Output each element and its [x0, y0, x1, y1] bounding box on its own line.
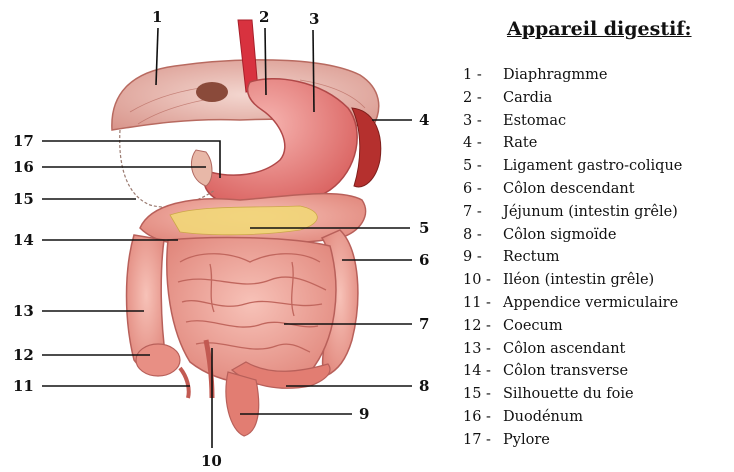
legend-item-cecum: 12 -Coecum: [463, 315, 731, 338]
legend-label: Rate: [503, 135, 537, 151]
legend-number: 11 -: [463, 292, 503, 315]
cecum-shape: [136, 344, 180, 376]
legend-item-ascending-colon: 13 -Côlon ascendant: [463, 338, 731, 361]
legend-label: Côlon ascendant: [503, 341, 625, 357]
legend-number: 6 -: [463, 178, 503, 201]
legend-number: 7 -: [463, 201, 503, 224]
legend-item-rectum: 9 -Rectum: [463, 246, 731, 269]
callout-8: 8: [419, 377, 429, 395]
legend-number: 14 -: [463, 360, 503, 383]
legend-label: Estomac: [503, 113, 566, 129]
legend-label: Cardia: [503, 90, 552, 106]
legend-number: 9 -: [463, 246, 503, 269]
callout-7: 7: [419, 315, 429, 333]
legend-number: 13 -: [463, 338, 503, 361]
legend-item-gastrocolic-ligament: 5 -Ligament gastro-colique: [463, 155, 731, 178]
legend-item-spleen: 4 -Rate: [463, 132, 731, 155]
legend-item-appendix: 11 -Appendice vermiculaire: [463, 292, 731, 315]
legend-label: Ligament gastro-colique: [503, 158, 682, 174]
legend-number: 12 -: [463, 315, 503, 338]
legend-label: Rectum: [503, 249, 560, 265]
callout-3: 3: [309, 10, 319, 28]
leader-line-3: [313, 30, 314, 112]
legend-label: Pylore: [503, 432, 550, 448]
callout-5: 5: [419, 219, 429, 237]
legend-item-liver-silhouette: 15 -Silhouette du foie: [463, 383, 731, 406]
legend-label: Diaphragmme: [503, 67, 607, 83]
legend: Appareil digestif: 1 -Diaphragmme 2 -Car…: [463, 18, 731, 452]
legend-label: Côlon descendant: [503, 181, 635, 197]
legend-number: 17 -: [463, 429, 503, 452]
legend-number: 10 -: [463, 269, 503, 292]
legend-label: Silhouette du foie: [503, 386, 634, 402]
duodenum-shape: [191, 150, 212, 186]
legend-item-ileum: 10 -Iléon (intestin grêle): [463, 269, 731, 292]
small-intestine-shape: [167, 238, 336, 385]
callout-12: 12: [13, 346, 34, 364]
legend-item-cardia: 2 -Cardia: [463, 87, 731, 110]
callout-14: 14: [13, 231, 34, 249]
callout-6: 6: [419, 251, 429, 269]
legend-number: 1 -: [463, 64, 503, 87]
legend-number: 8 -: [463, 224, 503, 247]
callout-11: 11: [13, 377, 34, 395]
legend-number: 16 -: [463, 406, 503, 429]
rectum-shape: [226, 372, 259, 436]
legend-item-duodenum: 16 -Duodénum: [463, 406, 731, 429]
legend-item-descending-colon: 6 -Côlon descendant: [463, 178, 731, 201]
legend-label: Iléon (intestin grêle): [503, 272, 654, 288]
legend-item-stomach: 3 -Estomac: [463, 110, 731, 133]
digestive-system-illustration: 1 2 3 4 5 6 7 8 9 10 11 12 13 14 15 16 1…: [0, 0, 470, 472]
legend-label: Appendice vermiculaire: [503, 295, 678, 311]
leader-line-2: [265, 28, 266, 95]
legend-item-sigmoid-colon: 8 -Côlon sigmoïde: [463, 224, 731, 247]
legend-number: 5 -: [463, 155, 503, 178]
legend-item-transverse-colon: 14 -Côlon transverse: [463, 360, 731, 383]
callout-16: 16: [13, 158, 34, 176]
legend-label: Coecum: [503, 318, 563, 334]
callout-4: 4: [419, 111, 429, 129]
legend-item-pylorus: 17 -Pylore: [463, 429, 731, 452]
callout-13: 13: [13, 302, 34, 320]
appendix-shape: [180, 368, 189, 398]
callout-17: 17: [13, 132, 34, 150]
callout-10: 10: [201, 452, 222, 470]
legend-label: Côlon sigmoïde: [503, 227, 616, 243]
gastrocolic-ligament-fat: [170, 206, 317, 235]
legend-label: Jéjunum (intestin grêle): [503, 204, 678, 220]
callout-2: 2: [259, 8, 269, 26]
legend-number: 4 -: [463, 132, 503, 155]
legend-number: 15 -: [463, 383, 503, 406]
callout-15: 15: [13, 190, 34, 208]
legend-label: Côlon transverse: [503, 363, 628, 379]
legend-item-jejunum: 7 -Jéjunum (intestin grêle): [463, 201, 731, 224]
diaphragm-opening: [196, 82, 228, 102]
legend-title: Appareil digestif:: [507, 18, 731, 40]
legend-item-diaphragm: 1 -Diaphragmme: [463, 64, 731, 87]
legend-number: 2 -: [463, 87, 503, 110]
legend-list: 1 -Diaphragmme 2 -Cardia 3 -Estomac 4 -R…: [463, 64, 731, 452]
legend-label: Duodénum: [503, 409, 583, 425]
callout-9: 9: [359, 405, 369, 423]
callout-1: 1: [152, 8, 162, 26]
legend-number: 3 -: [463, 110, 503, 133]
